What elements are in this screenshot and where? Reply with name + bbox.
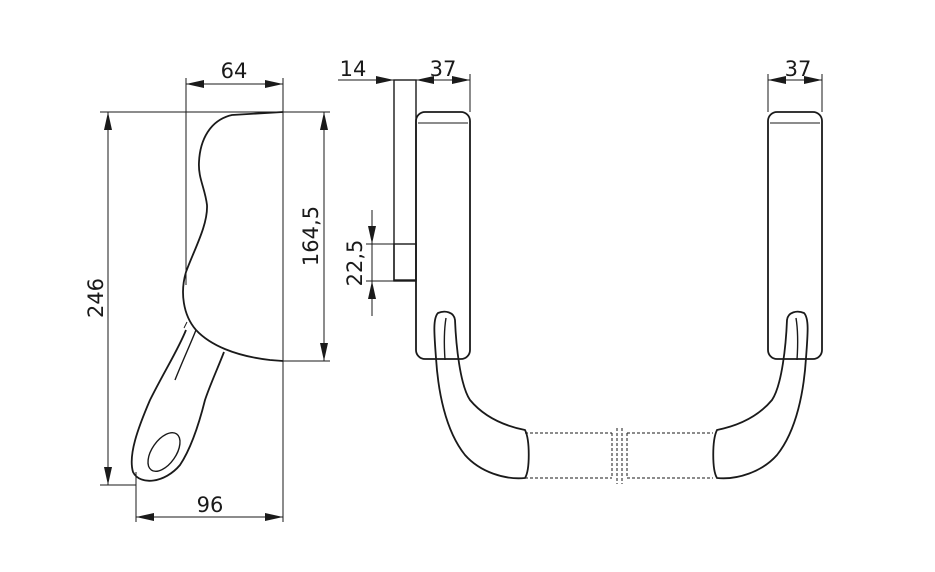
handle-lever-upper-edge	[174, 329, 197, 381]
left-backplate	[415, 111, 471, 360]
handle-end-hole	[147, 432, 181, 472]
dimension-246-label: 246	[84, 278, 108, 318]
dimension-22-5: 22,5	[343, 210, 394, 316]
dimension-37-left: 37	[430, 57, 471, 112]
spindle-square	[393, 243, 417, 282]
dimension-96-label: 96	[197, 493, 224, 517]
dimension-164-5: 164,5	[283, 112, 330, 362]
dimension-37-right: 37	[767, 57, 823, 112]
dimension-164-5-label: 164,5	[299, 206, 323, 266]
dimension-37-right-label: 37	[785, 57, 812, 81]
dimension-96: 96	[135, 472, 283, 522]
handle-axis-mark	[183, 321, 188, 329]
side-view-handle	[130, 111, 284, 482]
dimension-14-label: 14	[340, 57, 367, 81]
dimension-37-left-label: 37	[430, 57, 457, 81]
spindle-plate	[393, 79, 417, 281]
front-view-lever-set	[393, 79, 823, 484]
left-lever	[433, 310, 530, 480]
dimension-64-label: 64	[221, 59, 248, 83]
dimension-246: 246	[84, 111, 330, 486]
right-backplate	[767, 111, 823, 360]
right-lever	[712, 310, 809, 480]
dimension-64: 64	[185, 59, 284, 522]
dimension-22-5-label: 22,5	[343, 240, 367, 287]
handle-outline	[130, 111, 284, 482]
